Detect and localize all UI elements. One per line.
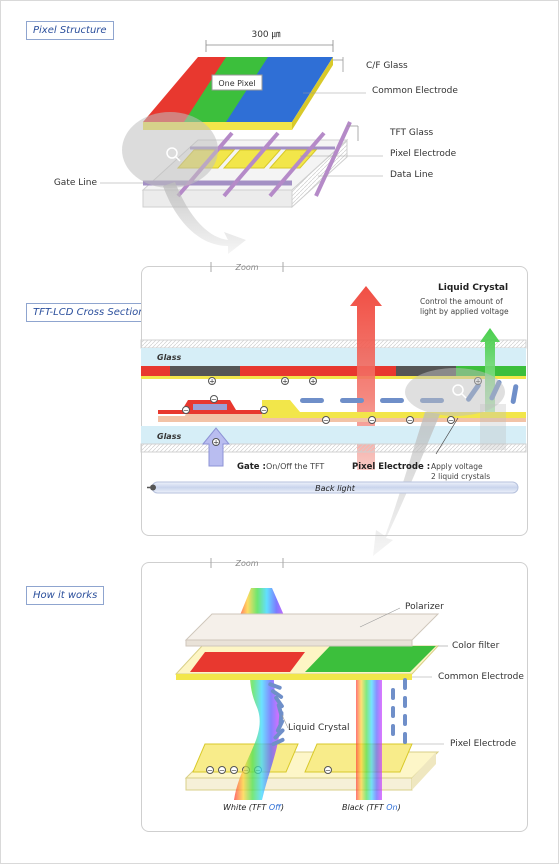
cross-section-diagram: Zoom Glass + + bbox=[140, 262, 527, 556]
pe-desc-1: Apply voltage bbox=[431, 462, 483, 471]
tft-insulator bbox=[158, 400, 526, 422]
red-light-arrow bbox=[350, 286, 382, 470]
black-matrix-1 bbox=[170, 366, 240, 376]
tft-glass-front bbox=[142, 189, 293, 208]
cf-glass-label: C/F Glass bbox=[366, 61, 408, 71]
svg-text:−: − bbox=[325, 767, 331, 775]
zoom-circle-1 bbox=[122, 112, 218, 188]
cf-blue bbox=[226, 57, 333, 122]
how-it-works-diagram: Zoom − − − − − − bbox=[174, 558, 524, 812]
data-line-4 bbox=[314, 121, 352, 197]
svg-text:−: − bbox=[448, 417, 454, 425]
common-electrode-strip bbox=[141, 376, 526, 379]
common-electrode-side bbox=[292, 57, 333, 130]
pixel-electrode-cs-label: Pixel Electrode : bbox=[352, 462, 430, 472]
pixel-electrode-2 bbox=[222, 149, 282, 169]
pixel-electrode-label: Pixel Electrode bbox=[390, 149, 457, 159]
svg-text:−: − bbox=[231, 767, 237, 775]
zoom-label-2: Zoom bbox=[234, 559, 258, 568]
lc-desc-1: Control the amount of bbox=[420, 297, 503, 306]
svg-text:−: − bbox=[183, 407, 189, 415]
cf-green-how bbox=[305, 646, 436, 672]
gate-line-label: Gate Line bbox=[54, 178, 98, 188]
svg-text:−: − bbox=[369, 417, 375, 425]
back-light-label: Back light bbox=[315, 484, 356, 493]
zoom-circle-2 bbox=[405, 368, 505, 416]
gate-label: Gate : bbox=[237, 462, 266, 472]
zoom-label-1: Zoom bbox=[234, 263, 258, 272]
twisted-liquid-crystal bbox=[268, 682, 285, 747]
gate-electrode bbox=[193, 404, 227, 410]
bottom-glass-hatch bbox=[140, 443, 527, 453]
black-light-beam bbox=[356, 648, 382, 800]
magnifier-icon-2 bbox=[452, 384, 464, 396]
liquid-crystal-how-label: Liquid Crystal bbox=[288, 723, 350, 733]
data-line-label: Data Line bbox=[390, 170, 434, 180]
svg-text:−: − bbox=[407, 417, 413, 425]
cf-red-how bbox=[190, 652, 305, 672]
svg-text:−: − bbox=[207, 767, 213, 775]
section-label-pixel-structure: Pixel Structure bbox=[26, 21, 114, 40]
bottom-glass bbox=[141, 426, 526, 444]
glass-top-label: Glass bbox=[157, 353, 181, 362]
pe-desc-2: 2 liquid crystals bbox=[431, 472, 490, 481]
gate-arrow bbox=[201, 427, 231, 467]
common-electrode-label: Common Electrode bbox=[372, 86, 458, 96]
charge-markers: + + + + − − − − − − − bbox=[182, 377, 482, 425]
color-filter-label: Color filter bbox=[452, 641, 500, 651]
data-line-3 bbox=[268, 131, 326, 198]
top-glass bbox=[141, 348, 526, 366]
svg-text:+: + bbox=[310, 378, 316, 386]
section-label-how-it-works: How it works bbox=[26, 586, 105, 605]
svg-text:−: − bbox=[219, 767, 225, 775]
white-light-arrow bbox=[238, 588, 286, 620]
glass-bottom-label: Glass bbox=[157, 432, 181, 441]
svg-text:−: − bbox=[211, 396, 217, 404]
black-caption: Black (TFT On) bbox=[342, 803, 401, 812]
common-electrode-how-label: Common Electrode bbox=[438, 672, 524, 682]
aligned-liquid-crystal bbox=[391, 678, 407, 744]
one-pixel-box bbox=[211, 74, 263, 91]
dimension-label: 300 ㎛ bbox=[251, 30, 280, 40]
top-glass-hatch bbox=[140, 339, 527, 349]
pixel-structure-diagram: One Pixel 300 ㎛ C/F Glass Common Electro… bbox=[54, 30, 458, 254]
polarizer-plane bbox=[184, 613, 440, 641]
liquid-crystal-cs-label: Liquid Crystal bbox=[438, 283, 508, 293]
one-pixel-label: One Pixel bbox=[218, 79, 255, 88]
white-caption: White (TFT Off) bbox=[223, 803, 284, 812]
zoom-arrow-1 bbox=[163, 182, 246, 254]
svg-text:+: + bbox=[282, 378, 288, 386]
black-matrix-2 bbox=[396, 366, 456, 376]
data-line-2 bbox=[222, 131, 280, 198]
pixel-electrode-how-label: Pixel Electrode bbox=[450, 739, 517, 749]
magnifier-icon bbox=[166, 147, 178, 159]
cf-strip bbox=[141, 366, 526, 376]
svg-text:−: − bbox=[261, 407, 267, 415]
svg-text:+: + bbox=[213, 439, 219, 447]
polarizer-label: Polarizer bbox=[405, 602, 444, 612]
lc-desc-2: light by applied voltage bbox=[420, 307, 509, 316]
gate-desc: On/Off the TFT bbox=[266, 462, 324, 471]
svg-text:−: − bbox=[323, 417, 329, 425]
tft-glass-label: TFT Glass bbox=[389, 128, 434, 138]
svg-text:+: + bbox=[209, 378, 215, 386]
